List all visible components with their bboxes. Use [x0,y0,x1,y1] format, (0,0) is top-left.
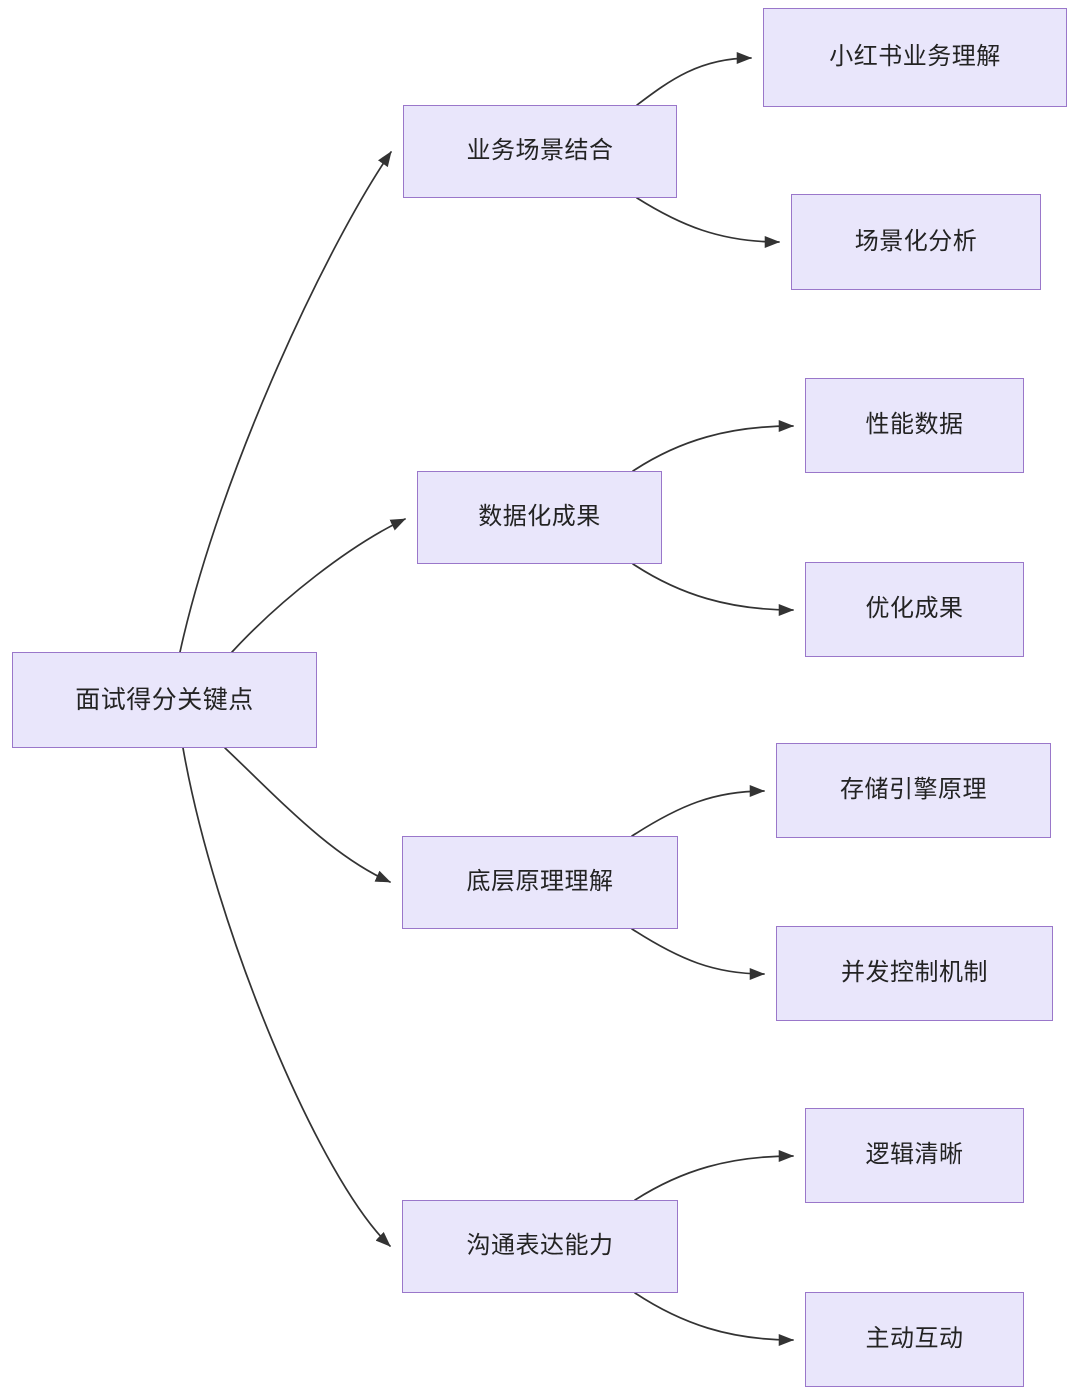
mindmap-leaf-node-4-1[interactable]: 逻辑清晰 [805,1108,1024,1203]
edge-branch-1-to-leaf-1-1 [636,52,753,106]
mindmap-leaf-node-4-2[interactable]: 主动互动 [805,1292,1024,1387]
mindmap-branch-node-1[interactable]: 业务场景结合 [403,105,677,198]
mindmap-leaf-node-4-1-label: 逻辑清晰 [865,1141,964,1169]
mindmap-branch-node-4[interactable]: 沟通表达能力 [402,1200,678,1293]
mindmap-leaf-node-4-2-label: 主动互动 [865,1325,964,1353]
mindmap-leaf-node-3-2[interactable]: 并发控制机制 [776,926,1053,1021]
mindmap-branch-node-3-label: 底层原理理解 [466,868,614,896]
edge-root-to-branch-1 [179,151,392,653]
mindmap-root-node[interactable]: 面试得分关键点 [12,652,317,748]
mindmap-leaf-node-3-2-label: 并发控制机制 [841,959,988,987]
mindmap-branch-node-2-label: 数据化成果 [478,503,601,531]
mindmap-leaf-node-3-1[interactable]: 存储引擎原理 [776,743,1051,838]
mindmap-leaf-node-2-2-label: 优化成果 [865,595,964,623]
edge-root-to-branch-4 [182,747,391,1247]
edge-branch-3-to-leaf-3-1 [631,785,766,837]
mindmap-leaf-node-1-2-label: 场景化分析 [854,227,978,255]
mindmap-branch-node-2[interactable]: 数据化成果 [417,471,662,564]
edge-branch-2-to-leaf-2-1 [632,420,795,472]
mindmap-root-node-label: 面试得分关键点 [75,686,254,714]
edge-root-to-branch-3 [224,747,391,883]
mindmap-leaf-node-1-2[interactable]: 场景化分析 [791,194,1041,290]
mindmap-leaf-node-2-1-label: 性能数据 [865,411,964,439]
edge-branch-4-to-leaf-4-1 [634,1150,795,1201]
mindmap-leaf-node-2-2[interactable]: 优化成果 [805,562,1024,657]
mindmap-leaf-node-2-1[interactable]: 性能数据 [805,378,1024,473]
mindmap-branch-node-4-label: 沟通表达能力 [466,1232,614,1260]
mindmap-leaf-node-3-1-label: 存储引擎原理 [840,776,987,804]
mindmap-branch-node-3[interactable]: 底层原理理解 [402,836,678,929]
edge-root-to-branch-2 [231,518,406,653]
edge-branch-2-to-leaf-2-2 [632,563,795,616]
mindmap-leaf-node-1-1-label: 小红书业务理解 [829,43,1001,71]
edge-branch-3-to-leaf-3-2 [631,928,766,980]
mindmap-leaf-node-1-1[interactable]: 小红书业务理解 [763,8,1067,107]
mindmap-branch-node-1-label: 业务场景结合 [466,137,614,165]
edge-branch-4-to-leaf-4-2 [634,1292,795,1346]
edge-branch-1-to-leaf-1-2 [636,197,781,248]
